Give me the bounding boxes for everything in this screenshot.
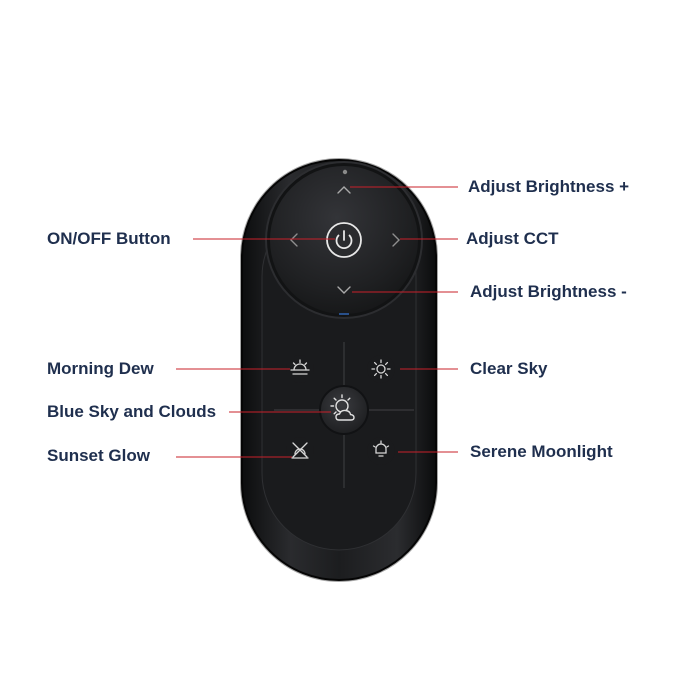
label-cct: Adjust CCT: [466, 229, 559, 248]
moon-lamp-icon: [372, 440, 390, 457]
sun-icon: [371, 359, 391, 379]
sunset-glow-button[interactable]: [286, 437, 314, 465]
sun-cloud-icon: [330, 394, 355, 421]
label-sunset-glow: Sunset Glow: [47, 446, 150, 465]
label-clear-sky: Clear Sky: [470, 359, 548, 378]
dial-notch: [339, 313, 349, 315]
sunrise-icon: [290, 359, 310, 375]
callout-lines: [176, 186, 458, 458]
power-icon: [335, 230, 353, 249]
indicator-led: [342, 169, 348, 175]
label-morning-dew: Morning Dew: [47, 359, 154, 378]
chevron-up-icon[interactable]: [337, 186, 351, 194]
blue-sky-clouds-button[interactable]: [319, 385, 369, 435]
label-brightness-up: Adjust Brightness +: [468, 177, 630, 196]
chevron-right-icon[interactable]: [392, 233, 400, 247]
power-button[interactable]: [326, 222, 362, 258]
sunset-icon: [291, 442, 309, 459]
label-on-off: ON/OFF Button: [47, 229, 171, 248]
label-blue-sky-clouds: Blue Sky and Clouds: [47, 402, 217, 421]
chevron-down-icon[interactable]: [337, 286, 351, 294]
serene-moonlight-button[interactable]: [367, 437, 395, 465]
morning-dew-button[interactable]: [286, 355, 314, 383]
chevron-left-icon[interactable]: [290, 233, 298, 247]
clear-sky-button[interactable]: [367, 355, 395, 383]
label-brightness-down: Adjust Brightness -: [470, 282, 627, 301]
label-serene-moonlight: Serene Moonlight: [470, 442, 613, 461]
